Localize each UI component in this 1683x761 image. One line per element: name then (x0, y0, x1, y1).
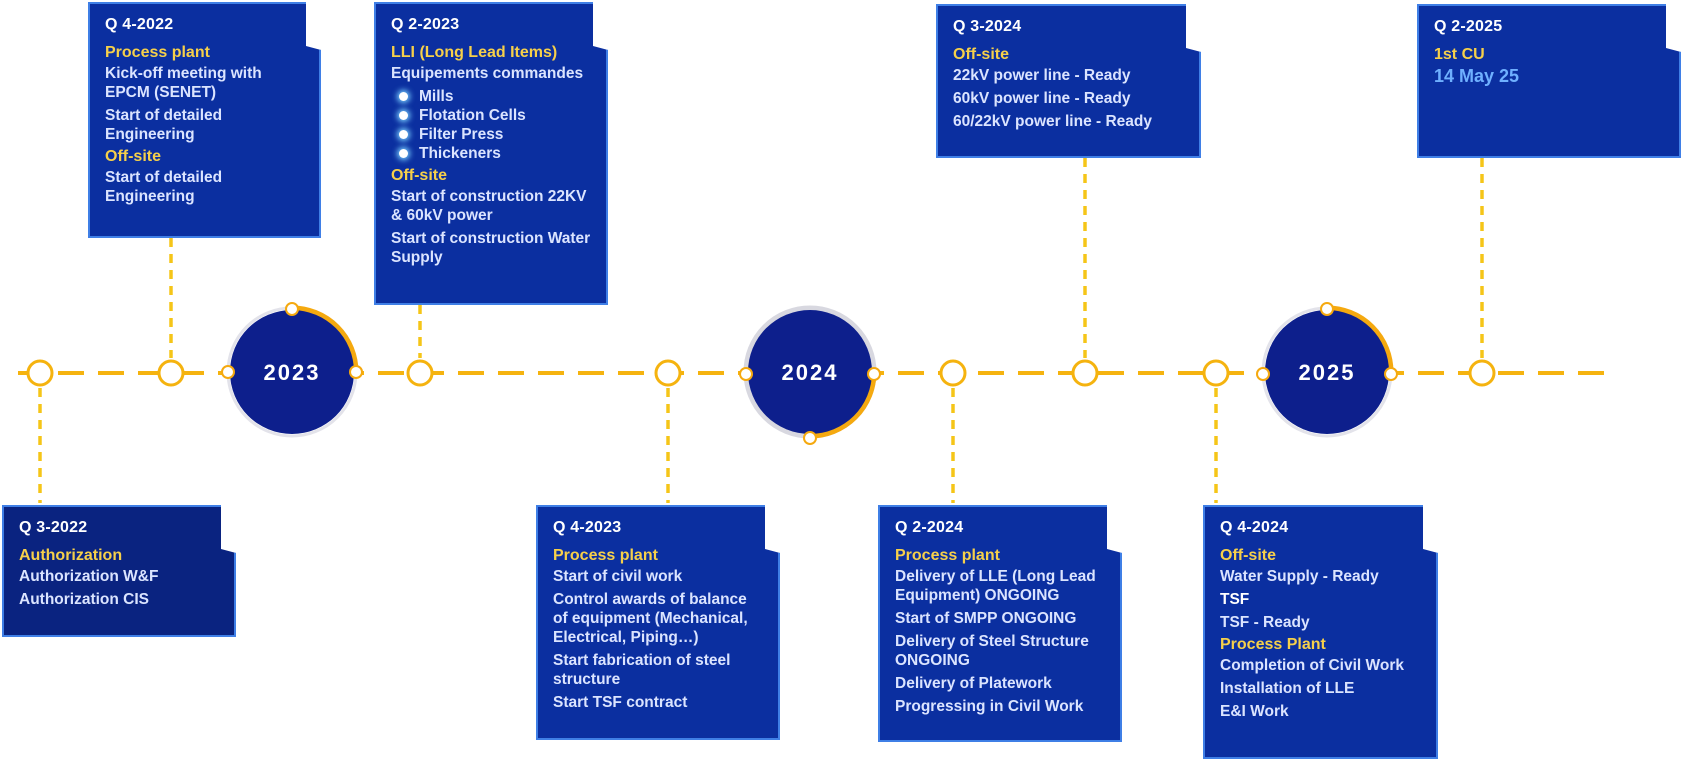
card-q2-2023: Q 2-2023 LLI (Long Lead Items) Equipemen… (374, 2, 608, 305)
list-item: 22kV power line - Ready (953, 67, 1131, 84)
quarter-title: Q 2-2025 (1434, 18, 1503, 35)
list-item: Progressing in Civil Work (895, 698, 1084, 715)
year-label-2023: 2023 (264, 360, 321, 385)
node-q3-2024 (1071, 359, 1099, 387)
equipment-list: Mills Flotation Cells Filter Press Thick… (391, 87, 591, 163)
bullet-item: Filter Press (391, 125, 591, 144)
year-node-2023: 2023 (221, 302, 363, 438)
node-q2-2025 (1468, 359, 1496, 387)
node-q4-2023 (654, 359, 682, 387)
list-item: Control awards of balance of equipment (… (553, 591, 748, 646)
list-item: Delivery of Steel Structure ONGOING (895, 633, 1089, 669)
node-q4-2022 (157, 359, 185, 387)
list-item: 60kV power line - Ready (953, 90, 1131, 107)
list-item: Start of construction 22KV & 60kV power (391, 188, 587, 224)
list-item: Start of civil work (553, 568, 683, 585)
year-label-2024: 2024 (782, 360, 839, 385)
list-item: Delivery of Platework (895, 675, 1052, 692)
year-node-2024: 2024 (739, 305, 881, 445)
card-q2-2024: Q 2-2024 Process plant Delivery of LLE (… (878, 505, 1122, 742)
card-q4-2023: Q 4-2023 Process plant Start of civil wo… (536, 505, 780, 740)
section-title: Off-site (105, 148, 161, 165)
list-item: Start TSF contract (553, 694, 688, 711)
quarter-title: Q 4-2022 (105, 16, 174, 33)
list-item: 60/22kV power line - Ready (953, 113, 1153, 130)
node-q3-2022 (26, 359, 54, 387)
year-label-2025: 2025 (1299, 360, 1356, 385)
section-title: Off-site (391, 167, 447, 184)
list-item: E&I Work (1220, 703, 1289, 720)
list-item: Water Supply - Ready (1220, 568, 1379, 585)
node-q4-2024 (1202, 359, 1230, 387)
list-item: Start of detailed Engineering (105, 169, 223, 205)
section-title: Process plant (105, 44, 210, 61)
node-q2-2023 (406, 359, 434, 387)
quarter-title: Q 4-2024 (1220, 519, 1289, 536)
list-item: Equipements commandes (391, 65, 584, 82)
section-title: Off-site (1220, 547, 1276, 564)
section-title: Authorization (19, 547, 123, 564)
list-item: Kick-off meeting with EPCM (SENET) (105, 65, 262, 101)
section-title: 1st CU (1434, 46, 1485, 63)
list-item: Completion of Civil Work (1220, 657, 1404, 674)
list-item: TSF (1220, 591, 1250, 608)
card-q3-2024: Q 3-2024 Off-site 22kV power line - Read… (936, 4, 1201, 158)
node-q2-2024 (939, 359, 967, 387)
quarter-title: Q 2-2023 (391, 16, 460, 33)
year-node-2025: 2025 (1256, 302, 1398, 438)
list-item: Start of construction Water Supply (391, 230, 591, 266)
list-item: Installation of LLE (1220, 680, 1355, 697)
bullet-item: Flotation Cells (391, 106, 591, 125)
bullet-item: Thickeners (391, 144, 591, 163)
card-q3-2022: Q 3-2022 Authorization Authorization W&F… (2, 505, 236, 637)
quarter-title: Q 4-2023 (553, 519, 622, 536)
quarter-title: Q 3-2024 (953, 18, 1022, 35)
quarter-title: Q 3-2022 (19, 519, 88, 536)
list-item: Authorization CIS (19, 591, 150, 608)
section-title: Process Plant (1220, 636, 1326, 653)
card-q4-2024: Q 4-2024 Off-site Water Supply - Ready T… (1203, 505, 1438, 759)
card-q2-2025: Q 2-2025 1st CU 14 May 25 (1417, 4, 1681, 158)
section-title: Process plant (553, 547, 658, 564)
milestone-date: 14 May 25 (1434, 66, 1520, 86)
section-title: Process plant (895, 547, 1000, 564)
list-item: TSF - Ready (1220, 614, 1310, 631)
card-q4-2022: Q 4-2022 Process plant Kick-off meeting … (88, 2, 321, 238)
bullet-item: Mills (391, 87, 591, 106)
quarter-title: Q 2-2024 (895, 519, 964, 536)
list-item: Authorization W&F (19, 568, 159, 585)
section-title: LLI (Long Lead Items) (391, 44, 558, 61)
list-item: Start of detailed Engineering (105, 107, 223, 143)
list-item: Delivery of LLE (Long Lead Equipment) ON… (895, 568, 1096, 604)
list-item: Start fabrication of steel structure (553, 652, 731, 688)
list-item: Start of SMPP ONGOING (895, 610, 1077, 627)
section-title: Off-site (953, 46, 1009, 63)
